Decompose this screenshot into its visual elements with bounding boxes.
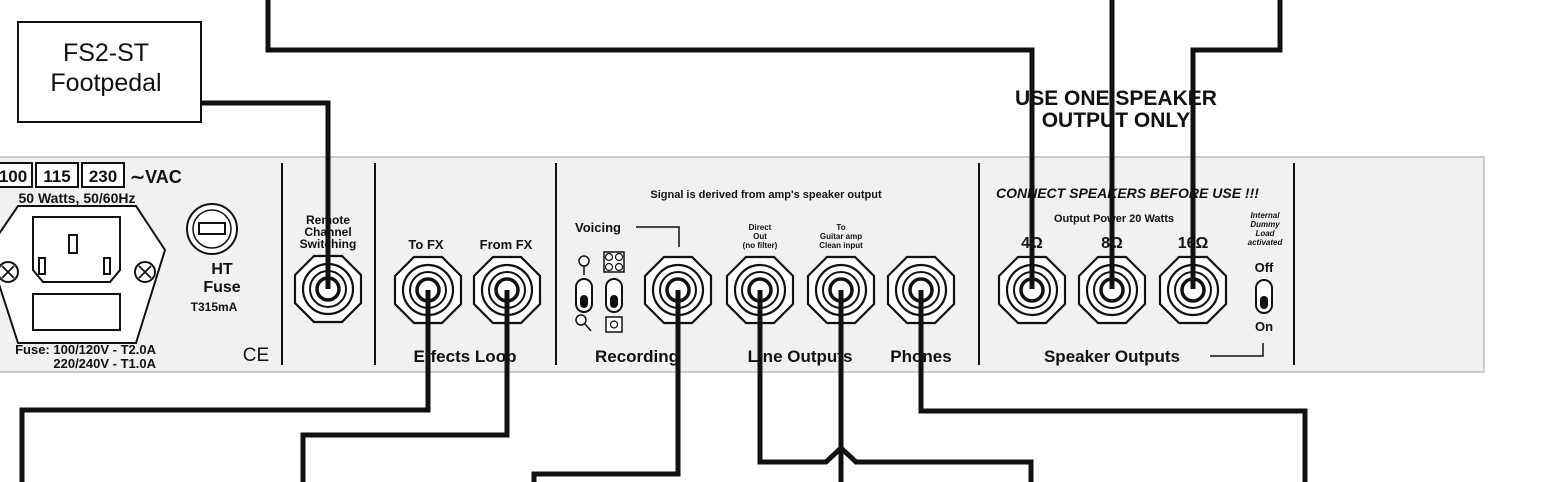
speaker-outputs-section: Speaker Outputs xyxy=(1044,347,1180,366)
dummy-load-on-label: On xyxy=(1255,319,1273,334)
line-outputs-section: Line Outputs xyxy=(748,347,853,366)
voltage-box-230 xyxy=(81,162,125,188)
voltage-230: 230 xyxy=(89,167,117,186)
guitar-amp-label-1: To xyxy=(836,223,845,232)
footpedal-label-1: FS2-ST xyxy=(63,39,149,67)
dummy-load-bracket xyxy=(1210,343,1264,357)
fuse-note-2: 220/240V - T1.0A xyxy=(53,356,156,371)
voltage-100: 100 xyxy=(0,167,27,186)
mic-icon xyxy=(578,255,590,275)
cable-speaker-16-ohm xyxy=(1190,0,1283,289)
voicing-toggle-2[interactable] xyxy=(605,278,623,313)
voltage-box-115 xyxy=(35,162,79,188)
guitar-amp-label-3: Clean input xyxy=(819,241,863,250)
dummy-load-label-4: activated xyxy=(1248,238,1284,247)
dummy-load-label-3: Load xyxy=(1255,229,1275,238)
cable-speaker-4-ohm xyxy=(265,0,1035,289)
signal-note: Signal is derived from amp's speaker out… xyxy=(650,189,882,201)
footpedal-box xyxy=(17,21,202,123)
ce-mark: CE xyxy=(243,345,269,366)
footpedal-label-2: Footpedal xyxy=(50,69,161,97)
vac-label: ∼VAC xyxy=(130,167,182,187)
cabinet-1x-icon xyxy=(605,316,623,333)
fuse-note-1: Fuse: 100/120V - T2.0A xyxy=(15,342,157,357)
speaker-warning-1: USE ONE SPEAKER xyxy=(1015,87,1217,110)
cable-footpedal-remote xyxy=(201,100,331,289)
dummy-load-toggle[interactable] xyxy=(1255,279,1273,314)
to-fx-label: To FX xyxy=(408,237,443,252)
ht-fuse-label-1: HT xyxy=(211,261,233,278)
cable-from-fx xyxy=(300,290,510,482)
cabinet-4x-icon xyxy=(603,251,625,273)
effects-loop-section: Effects Loop xyxy=(414,347,517,366)
power-rating: 50 Watts, 50/60Hz xyxy=(19,190,136,206)
dummy-load-label-2: Dummy xyxy=(1250,220,1280,229)
connect-speakers-warning: CONNECT SPEAKERS BEFORE USE !!! xyxy=(996,185,1259,201)
ht-fuse-rating: T315mA xyxy=(191,300,238,314)
ht-fuse-holder xyxy=(186,203,238,255)
mic-angled-icon xyxy=(575,314,592,332)
voltage-115: 115 xyxy=(43,167,70,186)
voltage-box-100 xyxy=(0,162,33,188)
cable-recording xyxy=(531,290,681,482)
direct-out-label-2: Out xyxy=(753,232,767,241)
from-fx-label: From FX xyxy=(480,237,533,252)
dummy-load-off-label: Off xyxy=(1255,260,1274,275)
cable-to-fx xyxy=(19,290,431,482)
dummy-load-label-1: Internal xyxy=(1251,211,1281,220)
ht-fuse-label-2: Fuse xyxy=(203,279,240,296)
direct-out-label-3: (no filter) xyxy=(743,241,778,250)
voicing-bracket xyxy=(636,226,680,247)
speaker-warning-2: OUTPUT ONLY xyxy=(1042,109,1191,132)
voicing-label: Voicing xyxy=(575,220,621,235)
direct-out-label-1: Direct xyxy=(749,223,772,232)
voicing-toggle-1[interactable] xyxy=(575,278,593,313)
guitar-amp-label-2: Guitar amp xyxy=(820,232,862,241)
recording-section: Recording xyxy=(595,347,679,366)
cable-phones xyxy=(918,290,1308,482)
iec-power-inlet xyxy=(0,205,167,344)
